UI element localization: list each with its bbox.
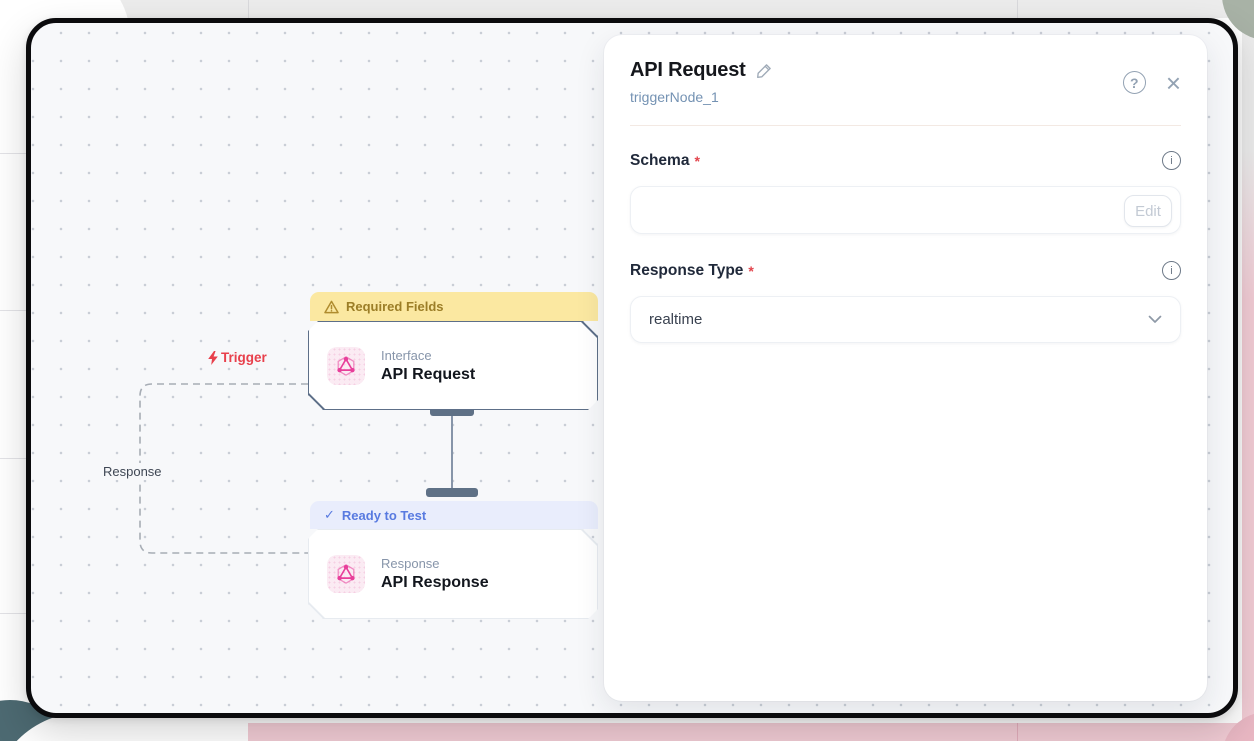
background-grid-line: [0, 153, 26, 154]
api-network-icon: [335, 563, 357, 585]
check-icon: ✓: [324, 507, 335, 522]
close-icon[interactable]: ×: [1165, 67, 1181, 98]
api-network-icon: [335, 355, 357, 377]
node-icon-tile: [327, 347, 365, 385]
edit-pencil-icon[interactable]: [755, 62, 773, 80]
node-category: Response: [381, 556, 440, 571]
background-grid-line: [248, 0, 249, 18]
background-grid-line: [0, 613, 26, 614]
node-api-request[interactable]: Interface API Request: [308, 321, 598, 410]
node-category: Interface: [381, 347, 432, 363]
info-icon[interactable]: i: [1162, 261, 1181, 280]
banner-text: Required Fields: [346, 299, 444, 314]
info-icon[interactable]: i: [1162, 151, 1181, 170]
background-top-band: [0, 0, 1254, 18]
background-right-band: [1242, 0, 1254, 741]
node-status-banner-required-fields: Required Fields: [310, 292, 598, 321]
node-config-panel: API Request triggerNode_1 ? × Schema * i: [604, 35, 1207, 701]
required-asterisk: *: [748, 262, 754, 279]
node-title: API Request: [381, 365, 476, 383]
background-grid-line: [1017, 0, 1018, 18]
schema-label: Schema: [630, 151, 690, 169]
trigger-edge-label: Trigger: [207, 350, 267, 365]
warning-icon: [324, 300, 339, 313]
source-handle[interactable]: [430, 407, 474, 416]
response-type-field: Response Type * i realtime: [630, 261, 1181, 343]
header-divider: [630, 125, 1181, 126]
node-icon-tile: [327, 555, 365, 593]
background-grid-line: [0, 458, 26, 459]
schema-field: Schema * i Edit: [630, 151, 1181, 234]
flow-editor-window: Response Trigger Required Fields: [26, 18, 1238, 718]
background-grid-line: [0, 310, 26, 311]
background-pink-area: [248, 723, 1254, 741]
response-type-value: realtime: [649, 311, 703, 328]
node-title: API Response: [381, 574, 489, 591]
response-edge[interactable]: [31, 23, 1233, 713]
node-connector-edge: [451, 410, 453, 493]
node-id: triggerNode_1: [630, 89, 719, 105]
target-handle[interactable]: [426, 488, 478, 497]
schema-edit-button[interactable]: Edit: [1124, 195, 1172, 227]
chevron-down-icon: [1148, 315, 1162, 323]
background-grid-line: [1017, 723, 1018, 741]
response-edge-label: Response: [99, 463, 166, 480]
panel-header: API Request triggerNode_1 ? ×: [630, 59, 1181, 105]
response-type-label: Response Type: [630, 261, 744, 279]
panel-title: API Request: [630, 59, 746, 81]
banner-text: Ready to Test: [341, 507, 427, 523]
required-asterisk: *: [694, 152, 700, 169]
schema-value-box[interactable]: Edit: [630, 186, 1181, 234]
node-status-banner-ready: ✓ Ready to Test: [310, 501, 598, 529]
help-icon[interactable]: ?: [1122, 71, 1146, 94]
response-type-select[interactable]: realtime: [630, 296, 1181, 343]
node-api-response[interactable]: Response API Response: [308, 529, 598, 619]
bolt-icon: [208, 350, 218, 365]
trigger-edge-text: Trigger: [221, 350, 267, 365]
